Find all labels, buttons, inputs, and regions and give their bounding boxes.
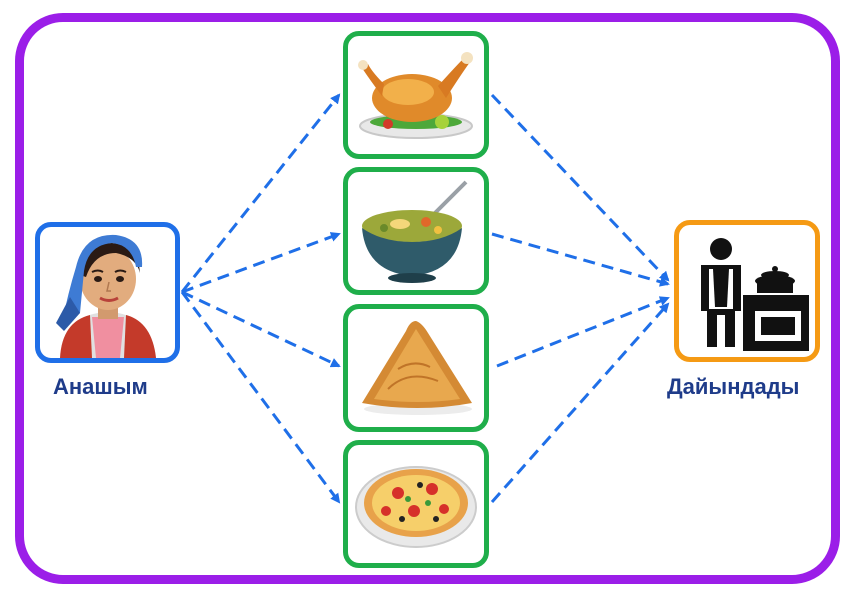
arrow-pizza-to-cook: [490, 302, 670, 503]
cook-card: [674, 220, 820, 362]
arrow-mother-to-pizza: [180, 291, 341, 504]
food-card-pizza: [343, 440, 489, 568]
arrow-soup-to-cook: [491, 232, 670, 287]
food-card-samsa: [343, 304, 489, 432]
arrow-mother-to-soup: [181, 232, 341, 294]
arrow-mother-to-samsa: [181, 290, 341, 368]
cook-label: Дайындады: [667, 374, 800, 399]
food-card-soup: [343, 167, 489, 295]
arrow-mother-to-chicken: [180, 93, 341, 293]
pizza-icon: [355, 466, 477, 548]
food-card-chicken: [343, 31, 489, 159]
arrow-samsa-to-cook: [496, 296, 670, 368]
roast-chicken-icon: [358, 52, 473, 139]
mother-label: Анашым: [53, 374, 148, 399]
soup-bowl-icon: [362, 180, 468, 283]
samsa-pastry-icon: [362, 321, 472, 415]
chef-at-stove-icon: [701, 238, 809, 351]
arrow-chicken-to-cook: [490, 93, 670, 282]
woman-headscarf-icon: [56, 234, 156, 358]
mother-card: [35, 222, 180, 363]
